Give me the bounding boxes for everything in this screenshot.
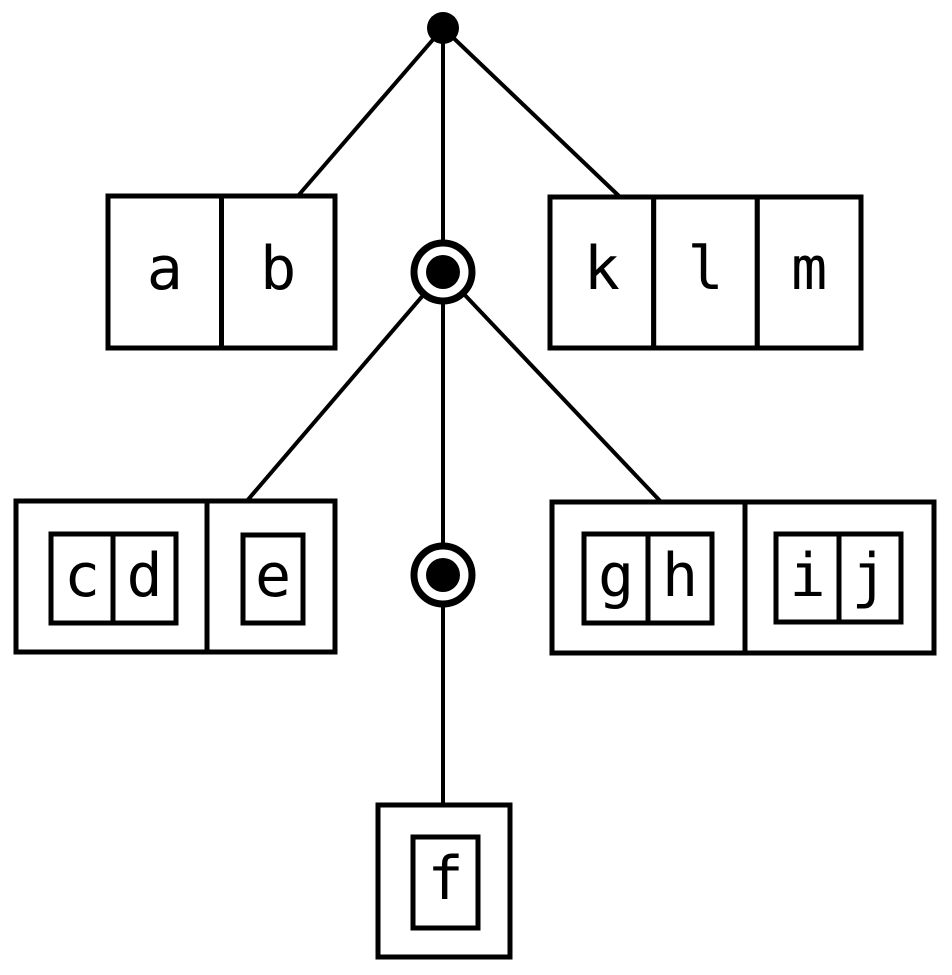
circled-dot-core-icon (426, 558, 460, 592)
inner-cell-i (773, 531, 842, 625)
cell-m-label: m (791, 234, 827, 304)
edges (244, 26, 664, 806)
cell-i-label: i (789, 541, 825, 611)
cell-h-label: h (662, 541, 698, 611)
lower-node (410, 542, 476, 608)
cell-b (219, 193, 338, 351)
leaf-box-ab: a b (105, 193, 338, 351)
cell-l-label: l (687, 234, 723, 304)
inner-cell-e (240, 532, 306, 626)
edge-root-to-ab (295, 26, 445, 199)
inner-cell-g (581, 531, 651, 626)
edge-root-to-klm (441, 26, 622, 199)
leaf-box-klm: k l m (547, 194, 864, 351)
cell-g-label: g (598, 541, 634, 611)
cell-f-label: f (427, 844, 463, 914)
cell-e-label: e (255, 541, 291, 611)
inner-cell-j (836, 531, 904, 625)
mid-node (410, 239, 476, 305)
edge-mid-to-cde (244, 270, 445, 504)
filled-dot-icon (427, 12, 459, 44)
leaf-box-f: f (375, 802, 513, 960)
cell-d-label: d (126, 541, 162, 611)
inner-cell-d (110, 531, 179, 626)
edge-mid-to-ghij (441, 270, 664, 505)
cell-k-label: k (584, 234, 620, 304)
inner-cell-f (410, 834, 481, 931)
leaf-box-cde: c d e (13, 498, 338, 655)
cell-b-label: b (260, 234, 296, 304)
cell-m (754, 194, 864, 351)
inner-cell-h (645, 531, 715, 626)
cell-c-label: c (64, 541, 100, 611)
cell-j-label: j (851, 541, 887, 611)
root-node (427, 12, 459, 44)
cell-l (651, 194, 760, 351)
cell-a (105, 193, 224, 351)
leaf-box-ghij: g h i j (549, 499, 937, 656)
circled-dot-core-icon (426, 255, 460, 289)
outer-cell-e (204, 498, 338, 655)
cell-a-label: a (147, 234, 183, 304)
